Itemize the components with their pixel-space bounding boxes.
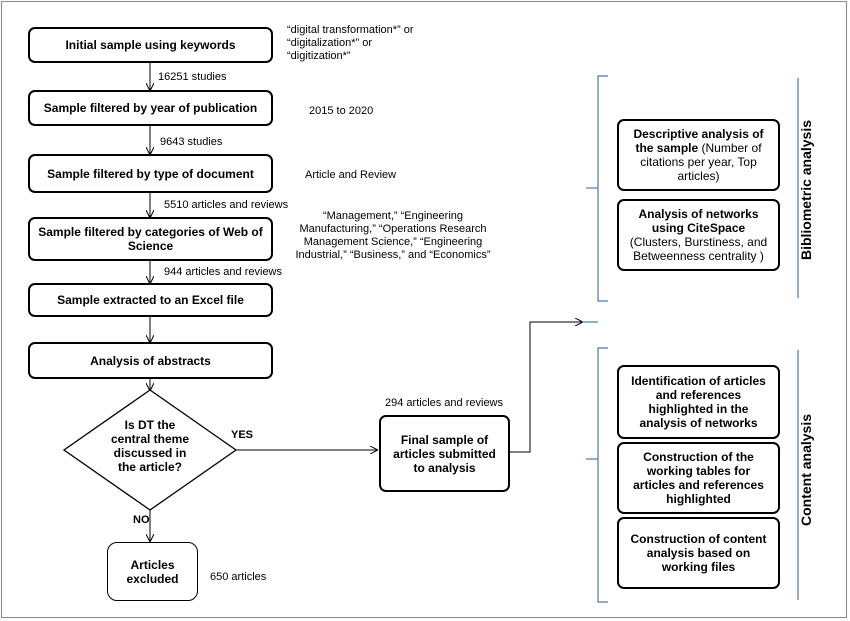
initial-sample-box: Initial sample using keywords: [28, 27, 273, 63]
final-sample-label: Final sample of articles submitted to an…: [393, 432, 496, 475]
keywords-line-1: “digital transformation*” or: [287, 24, 414, 36]
categories-note: “Management,” “Engineering Manufacturing…: [282, 210, 504, 262]
keywords-note: “digital transformation*” or “digitaliza…: [287, 24, 414, 63]
abstracts-label: Analysis of abstracts: [90, 353, 211, 368]
brackets: [582, 75, 799, 603]
count-categories: 944 articles and reviews: [164, 266, 283, 278]
network-analysis-title: Analysis of networks using CiteSpace: [638, 207, 759, 235]
keywords-line-3: “digitization*”: [287, 50, 351, 62]
filter-year-label: Sample filtered by year of publication: [43, 101, 258, 115]
years-note: 2015 to 2020: [309, 105, 374, 117]
descriptive-analysis-text: Descriptive analysis of the sample (Numb…: [625, 127, 772, 183]
descriptive-analysis-box: Descriptive analysis of the sample (Numb…: [617, 119, 780, 191]
count-document: 5510 articles and reviews: [164, 199, 289, 211]
network-analysis-box: Analysis of networks using CiteSpace (Cl…: [617, 199, 780, 271]
filter-categories-label: Sample filtered by categories of Web of …: [38, 225, 263, 253]
identification-label: Identification of articles and reference…: [631, 374, 766, 430]
filter-year-box: Sample filtered by year of publication: [28, 90, 273, 126]
keywords-line-2: “digitalization*” or: [287, 37, 372, 49]
no-label: NO: [133, 514, 150, 526]
arrow-to-analysis: [510, 322, 582, 453]
categories-line-3: Management Science,” “Engineering: [303, 236, 483, 248]
excluded-label: Articles excluded: [126, 557, 179, 586]
extracted-label: Sample extracted to an Excel file: [57, 293, 244, 307]
descriptive-analysis-title: Descriptive analysis of the sample: [633, 127, 764, 155]
document-types-note: Article and Review: [305, 169, 397, 181]
identification-box: Identification of articles and reference…: [617, 365, 780, 439]
initial-sample-label: Initial sample using keywords: [65, 38, 236, 52]
count-year: 9643 studies: [160, 136, 223, 148]
count-excluded: 650 articles: [210, 571, 267, 583]
content-construction-box: Construction of content analysis based o…: [617, 517, 780, 589]
extracted-box: Sample extracted to an Excel file: [28, 283, 273, 317]
bibliometric-analysis-title: Bibliometric analysis: [798, 119, 814, 261]
network-analysis-detail: (Clusters, Burstiness, and Betweenness c…: [629, 235, 768, 263]
decision-label: Is DT the central theme discussed in the…: [110, 418, 190, 474]
categories-line-4: Industrial,” “Business,” and “Economics”: [295, 249, 491, 261]
descriptive-analysis-detail: (Number of citations per year, Top artic…: [640, 141, 762, 183]
categories-line-1: “Management,” “Engineering: [322, 210, 464, 222]
filter-document-label: Sample filtered by type of document: [47, 166, 254, 181]
count-final: 294 articles and reviews: [385, 397, 504, 409]
decision-diamond: [62, 389, 238, 511]
final-sample-box: Final sample of articles submitted to an…: [379, 415, 510, 492]
filter-document-box: Sample filtered by type of document: [28, 154, 273, 193]
filter-categories-box: Sample filtered by categories of Web of …: [28, 217, 273, 261]
categories-line-2: Manufacturing,” “Operations Research: [299, 223, 487, 235]
abstracts-box: Analysis of abstracts: [28, 342, 273, 379]
yes-label: YES: [231, 429, 254, 441]
content-analysis-title: Content analysis: [798, 413, 814, 527]
count-keywords: 16251 studies: [158, 71, 227, 83]
working-tables-label: Construction of the working tables for a…: [633, 450, 764, 506]
working-tables-box: Construction of the working tables for a…: [617, 442, 780, 514]
excluded-box: Articles excluded: [107, 542, 198, 601]
content-construction-label: Construction of content analysis based o…: [630, 532, 767, 574]
